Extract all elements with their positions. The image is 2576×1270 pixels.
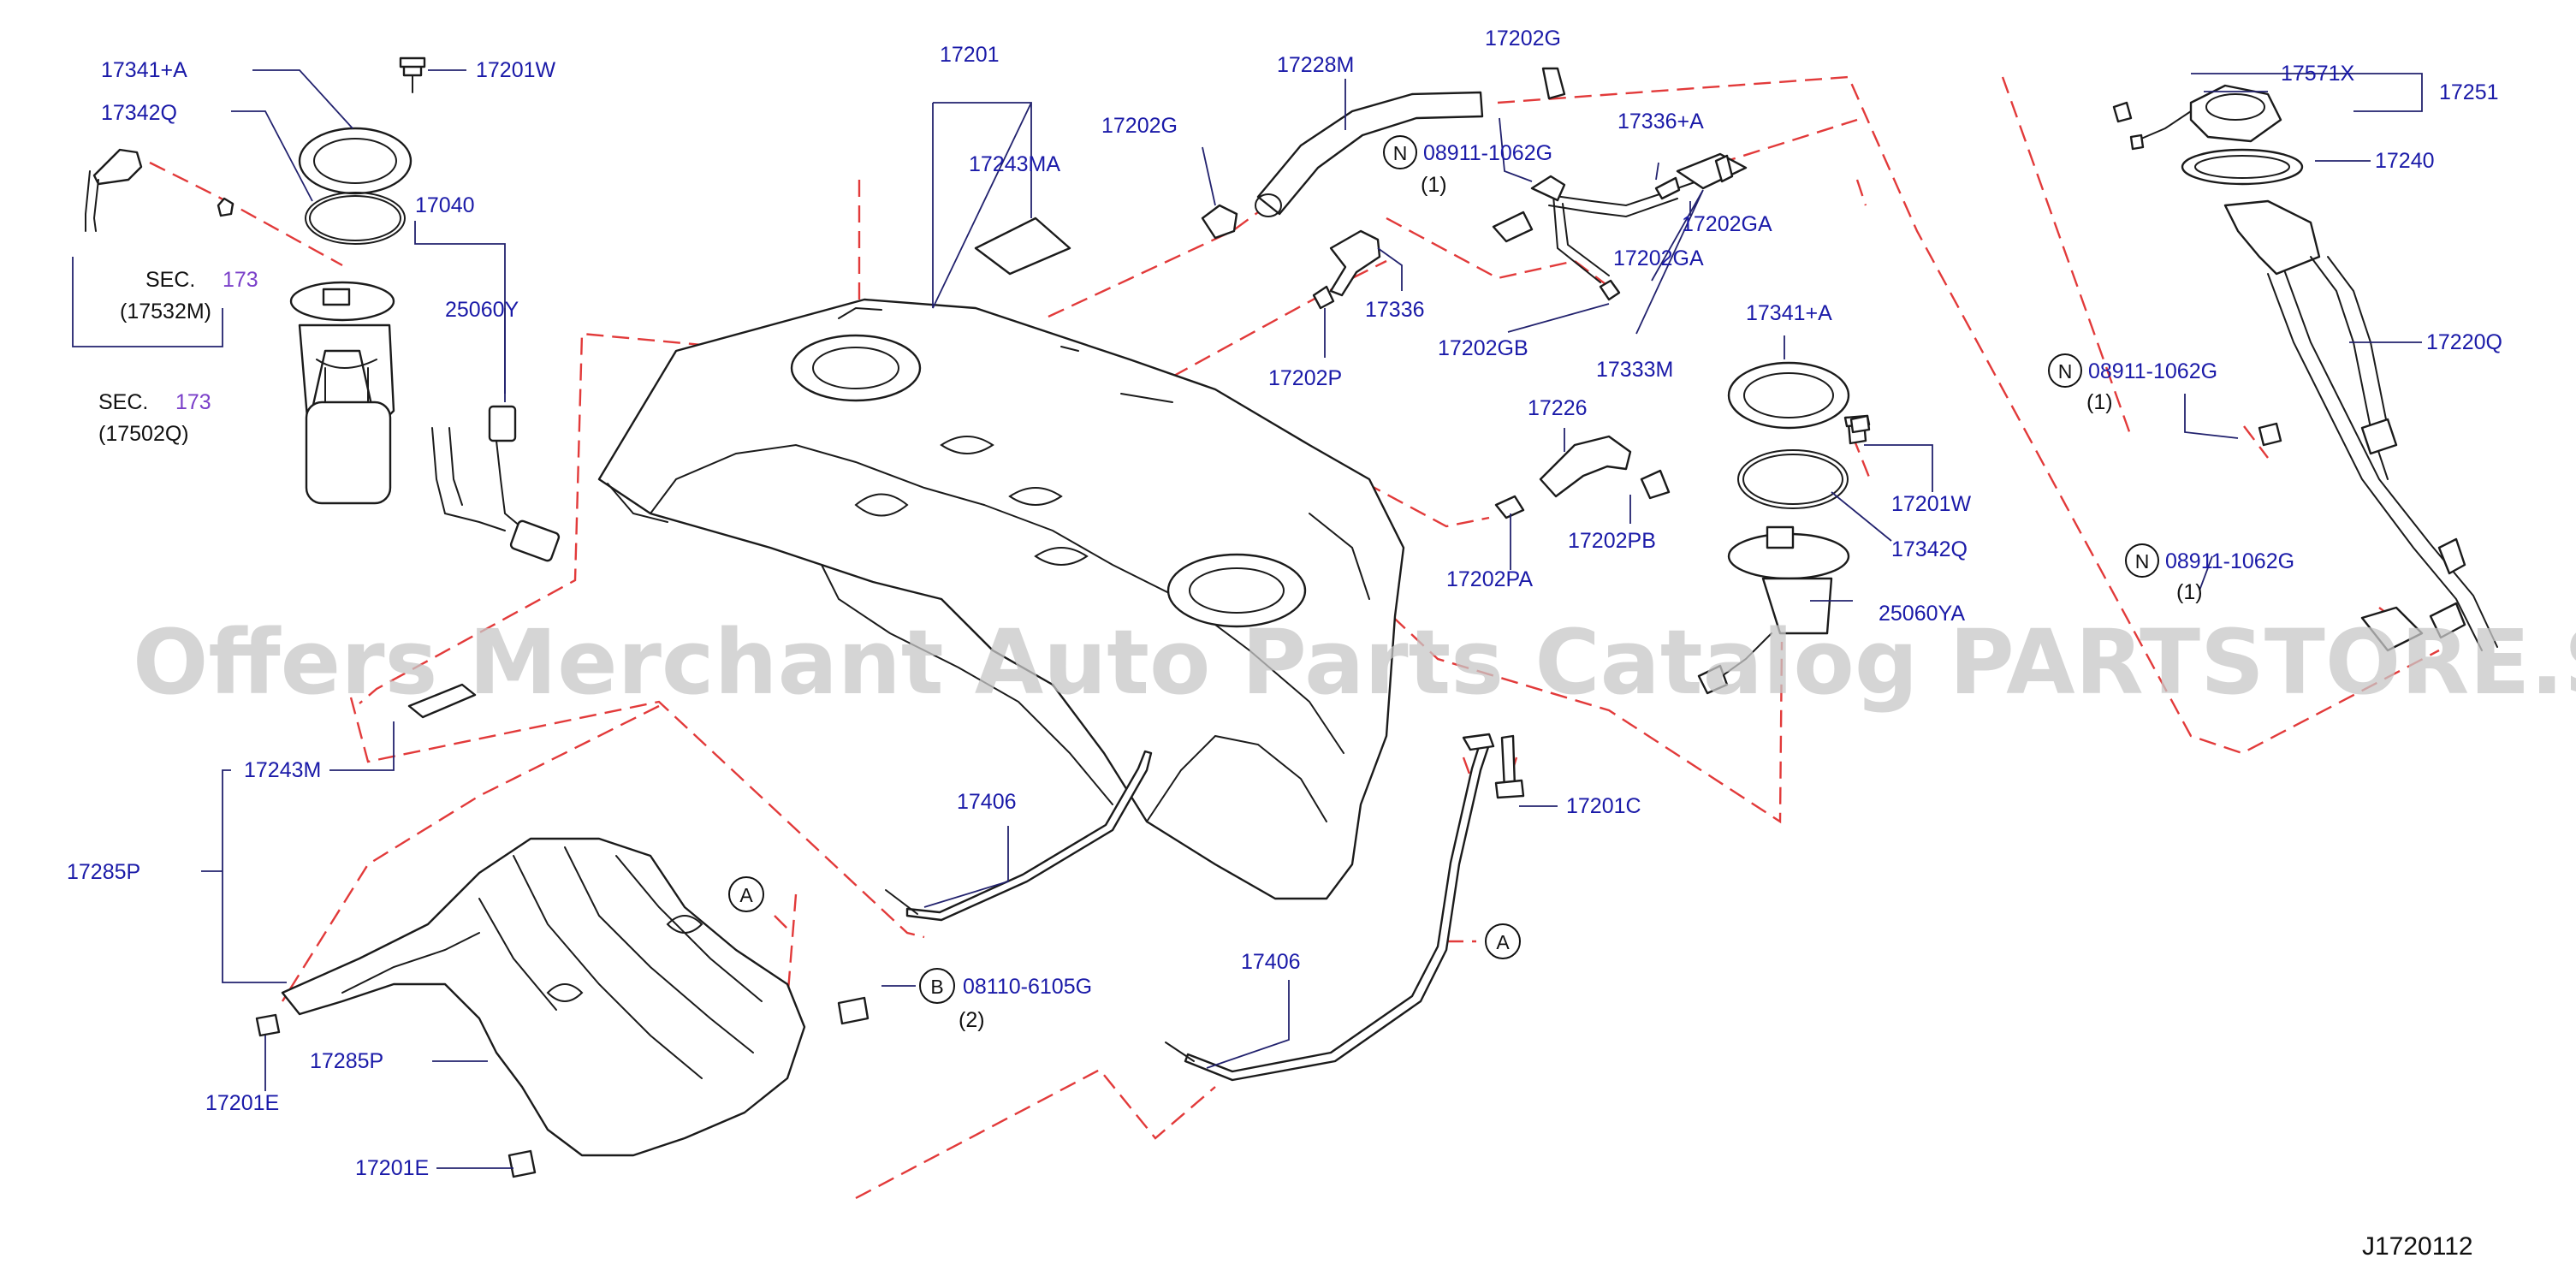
marker-a-1: A [728,876,764,912]
label-08911-a-qty: (1) [1421,173,1447,197]
label-17243m: 17243M [244,758,321,782]
svg-text:N: N [2135,550,2150,573]
svg-text:N: N [2058,360,2073,383]
label-17202p: 17202P [1268,366,1342,390]
watermark-text: Offers Merchant Auto Parts Catalog PARTS… [133,610,2576,715]
svg-text:A: A [739,884,753,906]
marker-n-2: N [2048,353,2082,388]
svg-text:N: N [1393,142,1408,164]
label-08911-a: 08911-1062G [1423,141,1552,165]
label-sec-bottom-num: 173 [175,390,211,414]
label-17201w-top: 17201W [476,58,556,82]
svg-text:A: A [1496,931,1510,953]
label-08911-c-qty: (1) [2176,580,2203,604]
filler-hose-17228m [1201,67,1566,240]
label-17202ga-1: 17202GA [1682,212,1772,236]
tank-strap-17406-right [1165,733,1495,1082]
label-08911-c: 08911-1062G [2165,549,2294,573]
label-17202g-b: 17202G [1101,114,1178,138]
label-17285p-b: 17285P [310,1049,383,1073]
marker-b-1: B [919,968,955,1004]
label-17341a-mid: 17341+A [1746,301,1832,325]
label-17336: 17336 [1365,298,1425,322]
figure-code: J1720112 [2362,1232,2473,1261]
label-17202pa: 17202PA [1446,567,1533,591]
circle-markers: N N N A A B [728,135,2159,1004]
label-17201: 17201 [940,43,1000,67]
pad-17243ma [974,217,1071,276]
label-08911-b-qty: (1) [2086,390,2113,414]
label-17202pb: 17202PB [1568,529,1656,553]
label-17240: 17240 [2375,149,2435,173]
label-25060y: 25060Y [445,298,519,322]
label-17251: 17251 [2439,80,2499,104]
label-17285p-a: 17285P [67,860,140,884]
leader-lines [72,69,2423,1169]
label-17243ma: 17243MA [969,152,1060,176]
label-17406-a: 17406 [957,790,1017,814]
filler-tube-17220q [2112,84,2498,652]
heat-insulator-17285p [281,837,806,1157]
label-17228m: 17228M [1277,53,1354,77]
label-sec-top-ref: (17532M) [120,300,211,323]
marker-n-3: N [2125,543,2159,578]
label-17406-b: 17406 [1241,950,1301,974]
breather-hose-17336 [1312,229,1381,310]
label-sec-bottom: SEC. [98,390,148,414]
fuel-tank-17201 [597,298,1405,900]
label-17202ga-2: 17202GA [1613,246,1704,270]
label-sec-top-num: 173 [223,268,258,292]
label-17201e-a: 17201E [205,1091,279,1115]
label-08110-qty: (2) [959,1008,985,1032]
label-17341a-top: 17341+A [101,58,187,82]
label-25060ya: 25060YA [1879,602,1965,626]
label-sec-bottom-ref: (17502Q) [98,422,189,446]
label-17333m: 17333M [1596,358,1673,382]
fasteners [255,414,1871,1178]
tank-strap-17406-left [885,750,1153,922]
label-17342q-top: 17342Q [101,101,177,125]
label-17202gb: 17202GB [1438,336,1528,360]
label-17226: 17226 [1528,396,1588,420]
part-labels: 17341+A 17201W 17342Q 17040 25060Y SEC. … [67,27,2502,1180]
label-sec-top: SEC. [145,268,195,292]
label-17040: 17040 [415,193,475,217]
marker-n-1: N [1383,135,1417,169]
label-17336a: 17336+A [1617,110,1704,134]
hose-17226 [1494,435,1671,519]
label-17201c: 17201C [1566,794,1641,818]
label-17201w-mid: 17201W [1891,492,1972,516]
vent-tube-17333m [1492,152,1748,301]
label-08110: 08110-6105G [963,975,1092,999]
label-17342q-mid: 17342Q [1891,537,1968,561]
svg-text:B: B [930,976,943,998]
label-08911-b: 08911-1062G [2088,359,2217,383]
label-17201e-b: 17201E [355,1156,429,1180]
marker-a-2: A [1485,923,1521,959]
label-17202g-a: 17202G [1485,27,1561,50]
label-17571x: 17571X [2281,62,2355,86]
fuel-pump-assembly-17040 [85,56,561,562]
separator-17243m [407,683,477,719]
label-17220q: 17220Q [2426,330,2502,354]
